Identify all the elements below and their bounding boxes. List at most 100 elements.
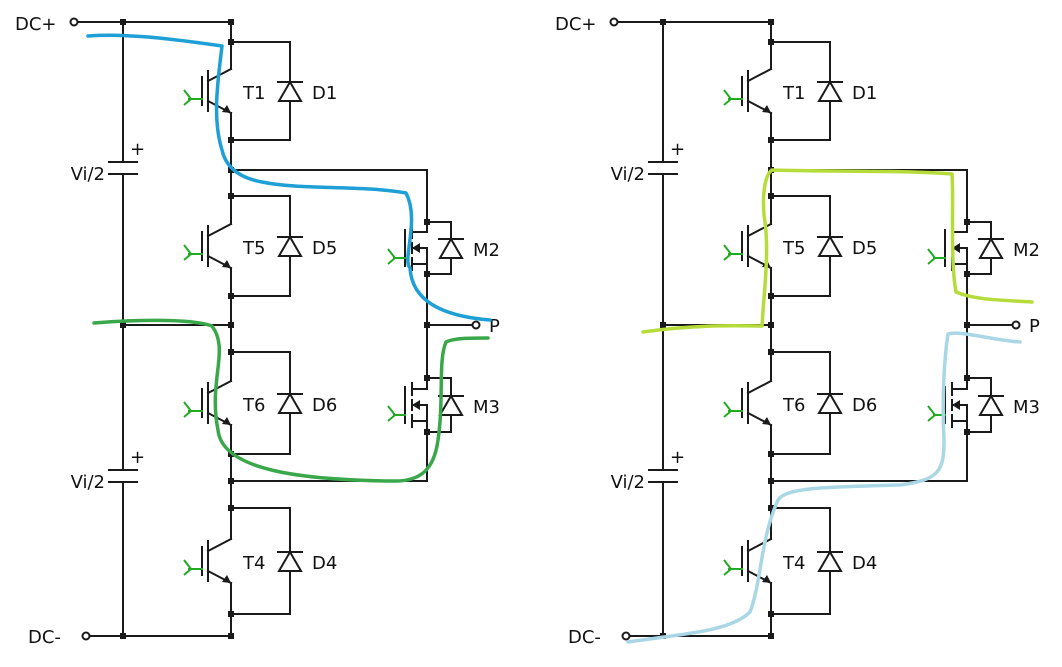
left-circuit-igbt-t6-diode-triangle xyxy=(277,392,303,414)
right-circuit-igbt-t5-diode-triangle xyxy=(817,235,843,257)
right-circuit-mosfet-m3-arrow xyxy=(952,400,960,410)
left-circuit-cap-top-label: Vi/2 xyxy=(71,164,105,185)
left-circuit-igbt-t4-diode-triangle xyxy=(277,550,303,572)
left-circuit-igbt-t1-diode-triangle xyxy=(277,80,303,102)
right-circuit-output-label: P xyxy=(1029,316,1040,337)
right-circuit-mosfet-m2-arrow xyxy=(952,243,960,253)
right-circuit-igbt-t6-collector xyxy=(746,379,773,395)
right-circuit-igbt-t4-diode-label: D4 xyxy=(852,553,877,574)
left-circuit-igbt-t1-emitter-arrow xyxy=(222,105,231,113)
left-circuit-igbt-t6: T6 D6 xyxy=(183,349,337,457)
right-circuit-igbt-t1-transistor-label: T1 xyxy=(782,83,805,104)
right-circuit-igbt-t1-gate-marker xyxy=(723,89,733,106)
right-circuit-igbt-t6-gate-marker xyxy=(723,401,733,418)
right-circuit-cap-bottom-plus: + xyxy=(670,447,685,468)
right-circuit-igbt-t1-collector xyxy=(746,67,773,83)
left-circuit-igbt-t5-gate-marker xyxy=(183,244,193,261)
right-circuit-mosfet-m3: M3 xyxy=(927,375,1040,435)
left-circuit-mosfet-m2-gate-marker xyxy=(387,248,397,265)
right-circuit-cap-top-plus: + xyxy=(670,139,685,160)
left-circuit-cap-bottom-plus: + xyxy=(130,447,145,468)
left-circuit-igbt-t1-node-bot xyxy=(228,137,234,143)
left-circuit-dc-minus-label: DC- xyxy=(28,627,61,648)
left-circuit-dc-minus-terminal xyxy=(81,631,91,641)
right-circuit-igbt-t5-diode-label: D5 xyxy=(852,238,877,259)
left-circuit-output-terminal xyxy=(471,320,481,330)
right-circuit-igbt-t5-node-bot xyxy=(768,293,774,299)
left-circuit-mosfet-m2-diode-triangle xyxy=(438,237,464,259)
right-circuit-igbt-t5-gate-marker xyxy=(723,244,733,261)
right-path-lightblue xyxy=(626,331,1022,644)
left-circuit-mosfet-m3-gate-marker xyxy=(387,405,397,422)
left-circuit-igbt-t5-emitter-arrow xyxy=(222,260,231,268)
left-circuit-mosfet-m3-diode-triangle xyxy=(438,394,464,416)
right-circuit-igbt-t6-transistor-label: T6 xyxy=(782,395,805,416)
right-circuit-igbt-t1-emitter-arrow xyxy=(762,105,771,113)
left-circuit-igbt-t4-collector xyxy=(206,537,233,553)
right-circuit-igbt-t5-transistor-label: T5 xyxy=(782,238,805,259)
left-circuit-node-top xyxy=(228,19,234,25)
left-circuit-igbt-t4-node-top xyxy=(228,505,234,511)
left-circuit-mosfet-m3-node-bot xyxy=(424,429,430,435)
left-circuit-node-cap-top xyxy=(120,19,126,25)
left-circuit-igbt-t5-diode-triangle xyxy=(277,235,303,257)
right-circuit-mosfet-m3-label: M3 xyxy=(1013,397,1040,418)
right-circuit-igbt-t1: T1 D1 xyxy=(723,39,877,143)
left-circuit-igbt-t5-node-top xyxy=(228,193,234,199)
left-circuit-igbt-t4-emitter-arrow xyxy=(222,575,231,583)
left-circuit-mosfet-m3-node-top xyxy=(424,375,430,381)
right-circuit-igbt-t5: T5 D5 xyxy=(723,193,877,299)
right-circuit-igbt-t4-emitter-arrow xyxy=(762,575,771,583)
left-circuit-igbt-t1-diode-label: D1 xyxy=(312,83,337,104)
left-circuit-igbt-t5-node-bot xyxy=(228,293,234,299)
right-circuit-mosfet-m3-gate-marker xyxy=(927,405,937,422)
left-circuit-node-cap-bot xyxy=(120,633,126,639)
right-circuit-dc-plus-label: DC+ xyxy=(555,14,597,35)
left-circuit-igbt-t5-diode-label: D5 xyxy=(312,238,337,259)
left-circuit-igbt-t4-diode-label: D4 xyxy=(312,553,337,574)
right-circuit-igbt-t6-diode-triangle xyxy=(817,392,843,414)
right-circuit-igbt-t5-node-top xyxy=(768,193,774,199)
right-circuit-node-bot xyxy=(768,633,774,639)
left-circuit-igbt-t5-collector xyxy=(206,222,233,238)
right-circuit-igbt-t6-node-top xyxy=(768,349,774,355)
left-circuit-mosfet-m3-label: M3 xyxy=(473,397,500,418)
right-circuit-mosfet-m3-diode-triangle xyxy=(978,394,1004,416)
right-circuit-dc-plus-terminal xyxy=(609,17,619,27)
left-circuit-igbt-t1-gate-marker xyxy=(183,89,193,106)
right-path-lime xyxy=(641,168,1034,334)
left-circuit-output-label: P xyxy=(489,316,500,337)
left-circuit-mosfet-m2-label: M2 xyxy=(473,240,500,261)
left-circuit-mosfet-m3: M3 xyxy=(387,375,500,435)
right-circuit-igbt-t6-node-bot xyxy=(768,451,774,457)
left-circuit-igbt-t1-node-top xyxy=(228,39,234,45)
right-circuit-igbt-t4-node-bot xyxy=(768,611,774,617)
right-circuit-mosfet-m2: M2 xyxy=(927,219,1040,277)
right-circuit-mosfet-m2-gate-marker xyxy=(927,248,937,265)
left-circuit-igbt-t1: T1 D1 xyxy=(183,39,337,143)
right-circuit-igbt-t1-diode-label: D1 xyxy=(852,83,877,104)
right-circuit-mosfet-m2-diode-triangle xyxy=(978,237,1004,259)
left-circuit-igbt-t6-transistor-label: T6 xyxy=(242,395,265,416)
left-circuit-igbt-t1-transistor-label: T1 xyxy=(242,83,265,104)
right-circuit-mosfet-m2-node-bot xyxy=(964,271,970,277)
right-circuit-igbt-t1-node-top xyxy=(768,39,774,45)
right-circuit-mosfet-m2-node-top xyxy=(964,219,970,225)
left-circuit-igbt-t6-node-top xyxy=(228,349,234,355)
left-circuit-cap-top-plus: + xyxy=(130,139,145,160)
left-circuit-node-bot xyxy=(228,633,234,639)
right-circuit-mosfet-m2-label: M2 xyxy=(1013,240,1040,261)
left-circuit-igbt-t6-diode-label: D6 xyxy=(312,395,337,416)
left-circuit-mosfet-m3-arrow xyxy=(412,400,420,410)
left-circuit-cap-bottom-label: Vi/2 xyxy=(71,472,105,493)
left-circuit-node-n xyxy=(228,322,234,328)
left-circuit-igbt-t6-gate-marker xyxy=(183,401,193,418)
right-circuit-igbt-t4-gate-marker xyxy=(723,559,733,576)
right-circuit-igbt-t4-diode-triangle xyxy=(817,550,843,572)
left-path-green xyxy=(92,318,490,483)
